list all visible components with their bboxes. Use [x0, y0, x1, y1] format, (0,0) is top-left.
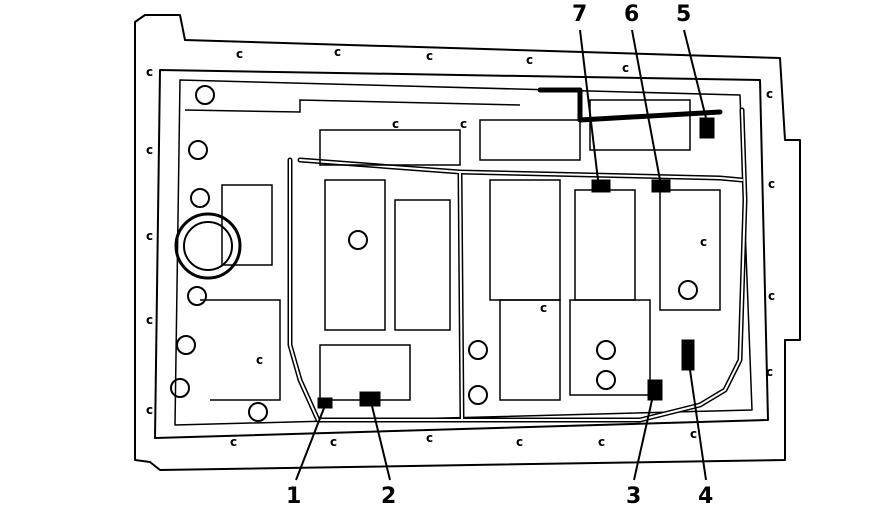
wiring-harness-main: [287, 107, 748, 423]
bolt-marker: c: [622, 61, 629, 75]
leader-lines: [295, 29, 707, 481]
callout-3: 3: [626, 484, 642, 509]
top-block-2: [479, 119, 581, 161]
bolt-marker: c: [766, 87, 773, 101]
callout-4: 4: [698, 484, 714, 509]
bolt-marker: c: [334, 45, 341, 59]
gasket-line-2: [200, 299, 281, 401]
connector-2: [359, 391, 381, 407]
bolt-marker: c: [146, 65, 153, 79]
case-outline: [134, 14, 801, 471]
valve-bore-3: [489, 179, 561, 301]
bolt-marker: c: [146, 313, 153, 327]
bolt-marker: c: [146, 143, 153, 157]
bolt-marker: c: [146, 229, 153, 243]
bolt-marker: c: [426, 431, 433, 445]
accumulator-housing: [221, 184, 273, 266]
bolt-marker: c: [230, 435, 237, 449]
bolt-marker: c: [768, 177, 775, 191]
bolt-marker: c: [460, 117, 467, 131]
bolt-marker: c: [540, 301, 547, 315]
bolt-marker: c: [330, 435, 337, 449]
bolt-marker: c: [392, 117, 399, 131]
valve-bore-1: [324, 179, 386, 331]
bolt-marker: c: [236, 47, 243, 61]
callout-5: 5: [676, 2, 692, 27]
connector-5: [699, 117, 715, 139]
valve-bore-5: [659, 189, 721, 311]
bolt-marker: c: [690, 427, 697, 441]
connector-4: [681, 339, 695, 371]
bolt-markers: c c c c c c c c c c c c c c c c c c c c …: [146, 45, 775, 449]
callout-7: 7: [572, 2, 588, 27]
lower-bore-3: [569, 299, 651, 396]
valve-bore-4: [574, 189, 636, 301]
gasket-line: [184, 99, 521, 113]
callout-2: 2: [381, 484, 397, 509]
callout-6: 6: [624, 2, 640, 27]
case-flange: [154, 69, 769, 439]
filter-port: [174, 212, 242, 280]
connector-6: [651, 179, 671, 193]
valve-bore-2: [394, 199, 451, 331]
connectors: [317, 117, 715, 409]
lower-bore-2: [499, 299, 561, 401]
top-block: [319, 129, 461, 166]
bolt-marker: c: [516, 435, 523, 449]
bolt-marker: c: [768, 289, 775, 303]
bolt-marker: c: [146, 403, 153, 417]
connector-7: [591, 179, 611, 193]
bolt-marker: c: [766, 365, 773, 379]
bolt-marker: c: [256, 353, 263, 367]
connector-3: [647, 379, 663, 401]
bolt-marker: c: [598, 435, 605, 449]
wiring-harness-top: [537, 87, 723, 123]
bolt-marker: c: [526, 53, 533, 67]
bolt-marker: c: [700, 235, 707, 249]
bolt-heads: [170, 85, 698, 422]
bolt-marker: c: [426, 49, 433, 63]
top-block-3: [589, 99, 691, 151]
connector-1: [317, 397, 333, 409]
callout-1: 1: [286, 484, 302, 509]
